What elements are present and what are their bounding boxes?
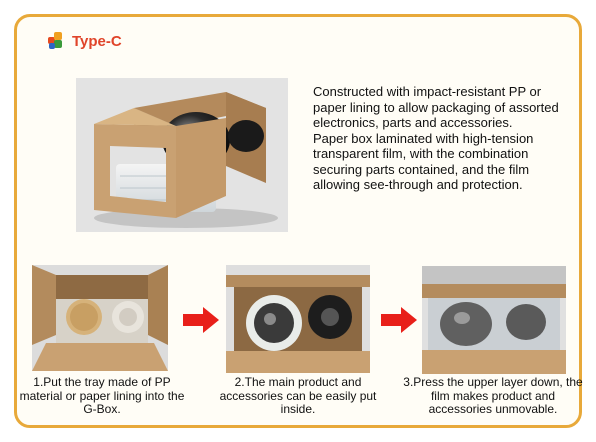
step-2-photo: [226, 265, 370, 373]
arrow-right-icon: [183, 307, 219, 333]
colored-blocks-icon: [48, 32, 66, 50]
step-1-caption: 1.Put the tray made of PP material or pa…: [19, 375, 185, 416]
description-paragraph-2: Paper box laminated with high-tension tr…: [313, 130, 534, 193]
page-title: Type-C: [72, 32, 122, 50]
step-1-photo: [32, 265, 168, 371]
header: Type-C: [48, 32, 122, 50]
step-3-photo: [422, 266, 566, 374]
description-paragraph-1: Constructed with impact-resistant PP or …: [313, 84, 559, 130]
main-product-photo: [76, 78, 288, 232]
product-description: Constructed with impact-resistant PP or …: [313, 84, 575, 193]
arrow-right-icon: [381, 307, 417, 333]
step-3-caption: 3.Press the upper layer down, the film m…: [403, 375, 583, 416]
step-2-caption: 2.The main product and accessories can b…: [219, 375, 377, 416]
